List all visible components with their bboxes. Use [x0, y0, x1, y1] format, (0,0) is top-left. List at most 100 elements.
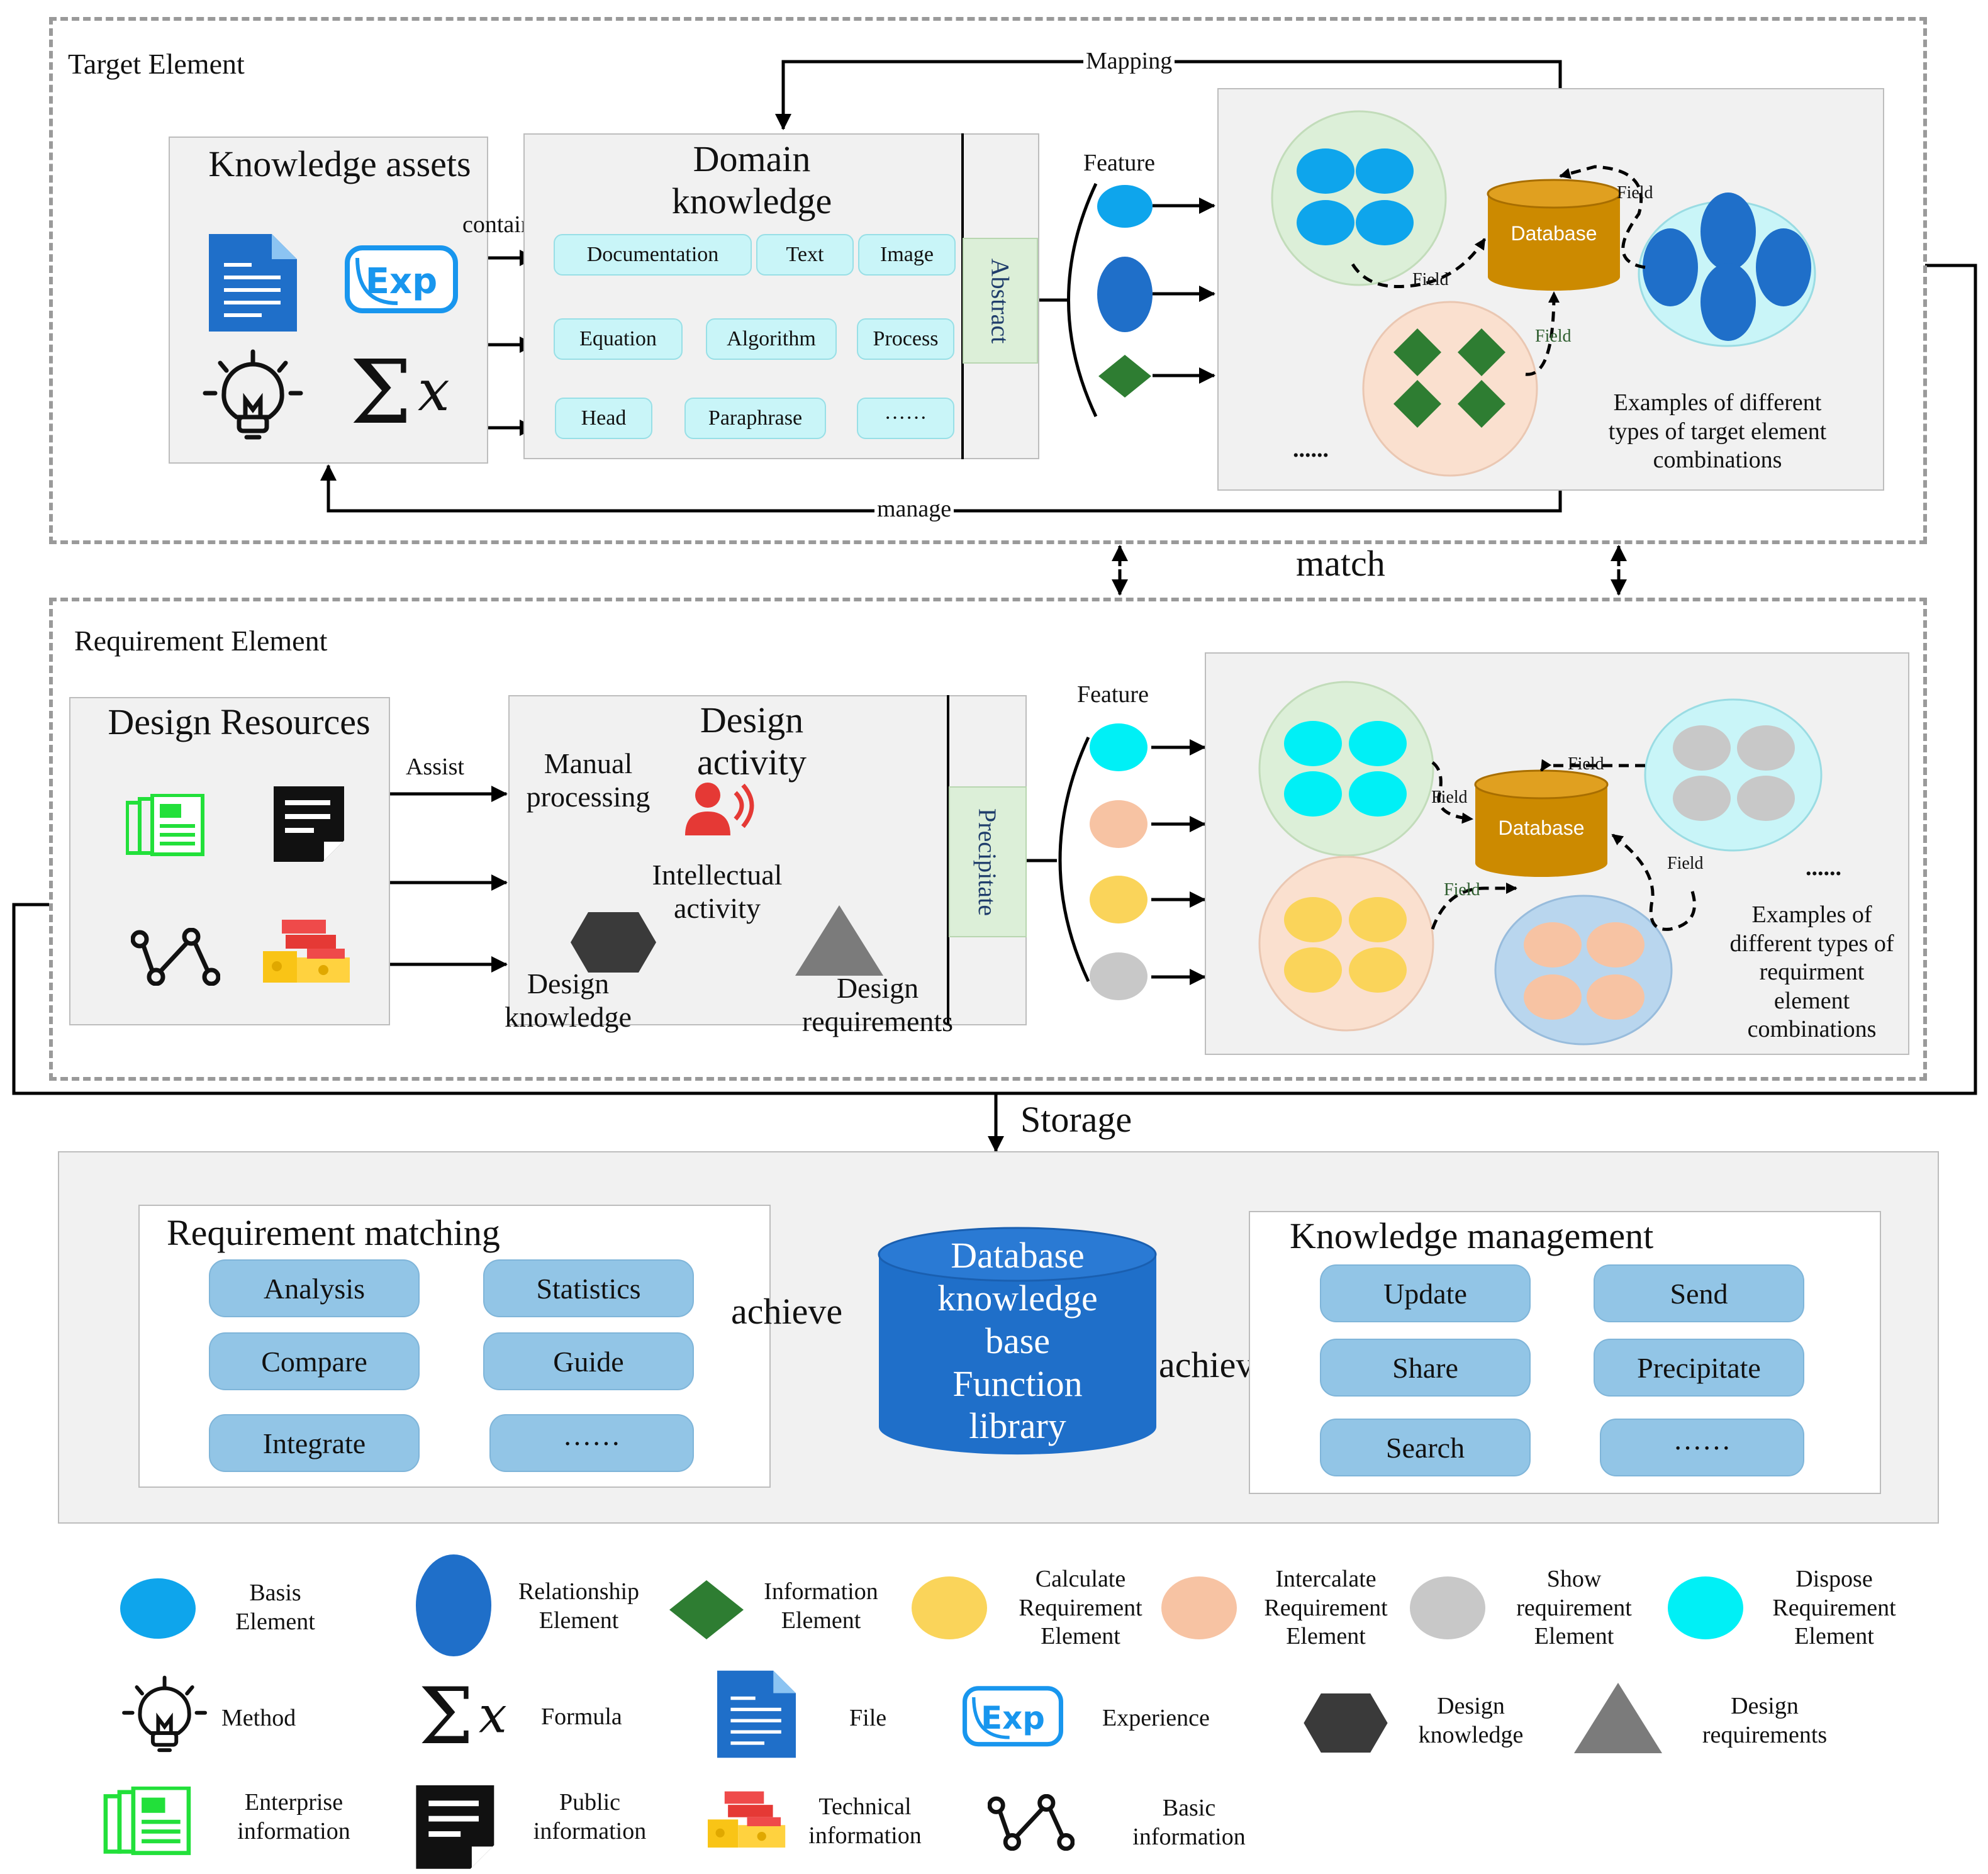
req-field-label-4: Field: [1444, 880, 1480, 900]
chip-paraphrase: Paraphrase: [684, 398, 826, 439]
req-examples-caption: Examples of different types of requirmen…: [1729, 901, 1894, 1043]
legend-dispose-label: Dispose Requirement Element: [1772, 1566, 1896, 1650]
design-resources-title: Design Resources: [108, 701, 371, 742]
legend-information-icon: [669, 1580, 744, 1639]
manage-label: manage: [874, 496, 954, 522]
assist-label: Assist: [406, 754, 464, 780]
chip-process: Process: [857, 318, 954, 360]
chip-head: Head: [555, 398, 652, 439]
pill-management-ellipsis: ······: [1600, 1419, 1804, 1476]
legend-show-icon: [1410, 1576, 1485, 1639]
domain-knowledge-title: Domain knowledge: [671, 138, 832, 221]
pill-update: Update: [1320, 1264, 1531, 1322]
legend-public-icon: [416, 1785, 494, 1869]
design-requirements-triangle: [795, 905, 883, 976]
dispose-feature: [1090, 723, 1148, 771]
legend-experience-icon: Exp: [963, 1686, 1063, 1747]
sigma-x-icon: Σ x: [350, 352, 450, 434]
target-field-label-1: Field: [1412, 270, 1449, 289]
legend-file-icon: [717, 1670, 796, 1758]
match-label: match: [1296, 543, 1385, 584]
target-element-section: [49, 17, 1927, 544]
pill-share: Share: [1320, 1339, 1531, 1397]
target-feature-shapes: [1097, 185, 1153, 398]
relationship-feature: [1097, 257, 1153, 332]
pill-send: Send: [1594, 1264, 1804, 1322]
legend-formula-icon: Σ x: [418, 1681, 506, 1753]
legend-design-knowledge-label: Design knowledge: [1418, 1693, 1524, 1748]
storage-label: Storage: [1020, 1099, 1132, 1140]
pill-integrate: Integrate: [209, 1414, 420, 1472]
file-icon: [209, 234, 297, 332]
achieve-label-left: achieve: [731, 1291, 843, 1332]
svg-text:x: x: [418, 358, 450, 424]
legend-hexagon-icon: [1304, 1693, 1388, 1753]
calculate-feature: [1090, 876, 1148, 923]
lightbulb-icon: [203, 349, 303, 440]
show-feature: [1090, 952, 1148, 1000]
legend-basis-label: Basis Element: [235, 1580, 315, 1635]
design-knowledge-label: Design knowledge: [505, 968, 632, 1033]
chip-equation: Equation: [554, 318, 683, 360]
legend-triangle-icon: [1574, 1683, 1662, 1753]
svg-text:Σ: Σ: [418, 1681, 474, 1753]
knowledge-management-title: Knowledge management: [1290, 1215, 1654, 1256]
enterprise-doc-icon: [126, 794, 204, 856]
svg-text:Exp: Exp: [366, 261, 437, 302]
legend-basic-icon: [988, 1794, 1075, 1851]
pill-analysis: Analysis: [209, 1259, 420, 1317]
legend-intercalate-icon: [1161, 1576, 1237, 1639]
exp-icon: Exp: [345, 245, 458, 313]
legend-relationship-label: Relationship Element: [518, 1578, 640, 1634]
target-examples-caption: Examples of different types of target el…: [1608, 389, 1827, 474]
chip-text: Text: [756, 234, 854, 276]
requirement-feature-shapes: [1090, 723, 1148, 1000]
chip-ellipsis: ······: [857, 398, 954, 439]
legend-information-label: Information Element: [764, 1578, 878, 1634]
design-knowledge-hexagon: [571, 912, 656, 973]
req-database-label: Database: [1498, 817, 1585, 839]
legend-technical-label: Technical information: [808, 1793, 922, 1849]
knowledge-assets-title: Knowledge assets: [208, 143, 471, 184]
legend-show-label: Show requirement Element: [1516, 1566, 1632, 1650]
target-field-label-3: Field: [1535, 326, 1572, 346]
legend-experience-label: Experience: [1102, 1705, 1210, 1731]
req-ellipsis: ......: [1806, 854, 1841, 881]
target-ellipsis: ......: [1293, 436, 1329, 462]
design-activity-title: Design activity: [697, 700, 807, 783]
pill-statistics: Statistics: [483, 1259, 694, 1317]
legend-basis-icon: [120, 1578, 196, 1639]
legend-enterprise-icon: [103, 1787, 191, 1855]
target-field-label-2: Field: [1617, 183, 1653, 203]
svg-text:Exp: Exp: [981, 1700, 1045, 1736]
intellectual-activity-icon: [685, 783, 754, 835]
intercalate-feature: [1090, 800, 1148, 848]
req-field-label-2: Field: [1568, 754, 1604, 774]
manual-processing-label: Manual processing: [526, 747, 651, 813]
contain-label: contain: [462, 211, 533, 238]
legend-calculate-label: Calculate Requirement Element: [1019, 1566, 1142, 1650]
nodes-icon: [131, 928, 220, 986]
legend-relationship-icon: [416, 1554, 491, 1656]
legend-design-requirements-label: Design requirements: [1702, 1693, 1828, 1748]
legend-basic-label: Basic information: [1132, 1795, 1246, 1850]
chip-image: Image: [858, 234, 956, 276]
database-knowledge-cylinder: [878, 1227, 1157, 1455]
req-field-label-1: Field: [1431, 788, 1468, 807]
target-examples-diagram: [1271, 110, 1816, 477]
abstract-label-box: Abstract: [963, 238, 1038, 364]
information-feature: [1098, 355, 1151, 398]
mapping-label: Mapping: [1083, 48, 1175, 74]
pill-compare: Compare: [209, 1332, 420, 1390]
legend-method-icon: [122, 1675, 208, 1753]
chip-documentation: Documentation: [554, 234, 752, 276]
bricks-icon: [263, 920, 350, 983]
legend-public-label: Public information: [533, 1789, 647, 1844]
legend-enterprise-label: Enterprise information: [237, 1789, 350, 1844]
legend-technical-icon: [708, 1791, 786, 1848]
database-knowledge-text: Database knowledge base Function library: [937, 1235, 1098, 1447]
precipitate-label-box: Precipitate: [949, 786, 1027, 937]
legend-calculate-icon: [912, 1576, 987, 1639]
pill-search: Search: [1320, 1419, 1531, 1476]
